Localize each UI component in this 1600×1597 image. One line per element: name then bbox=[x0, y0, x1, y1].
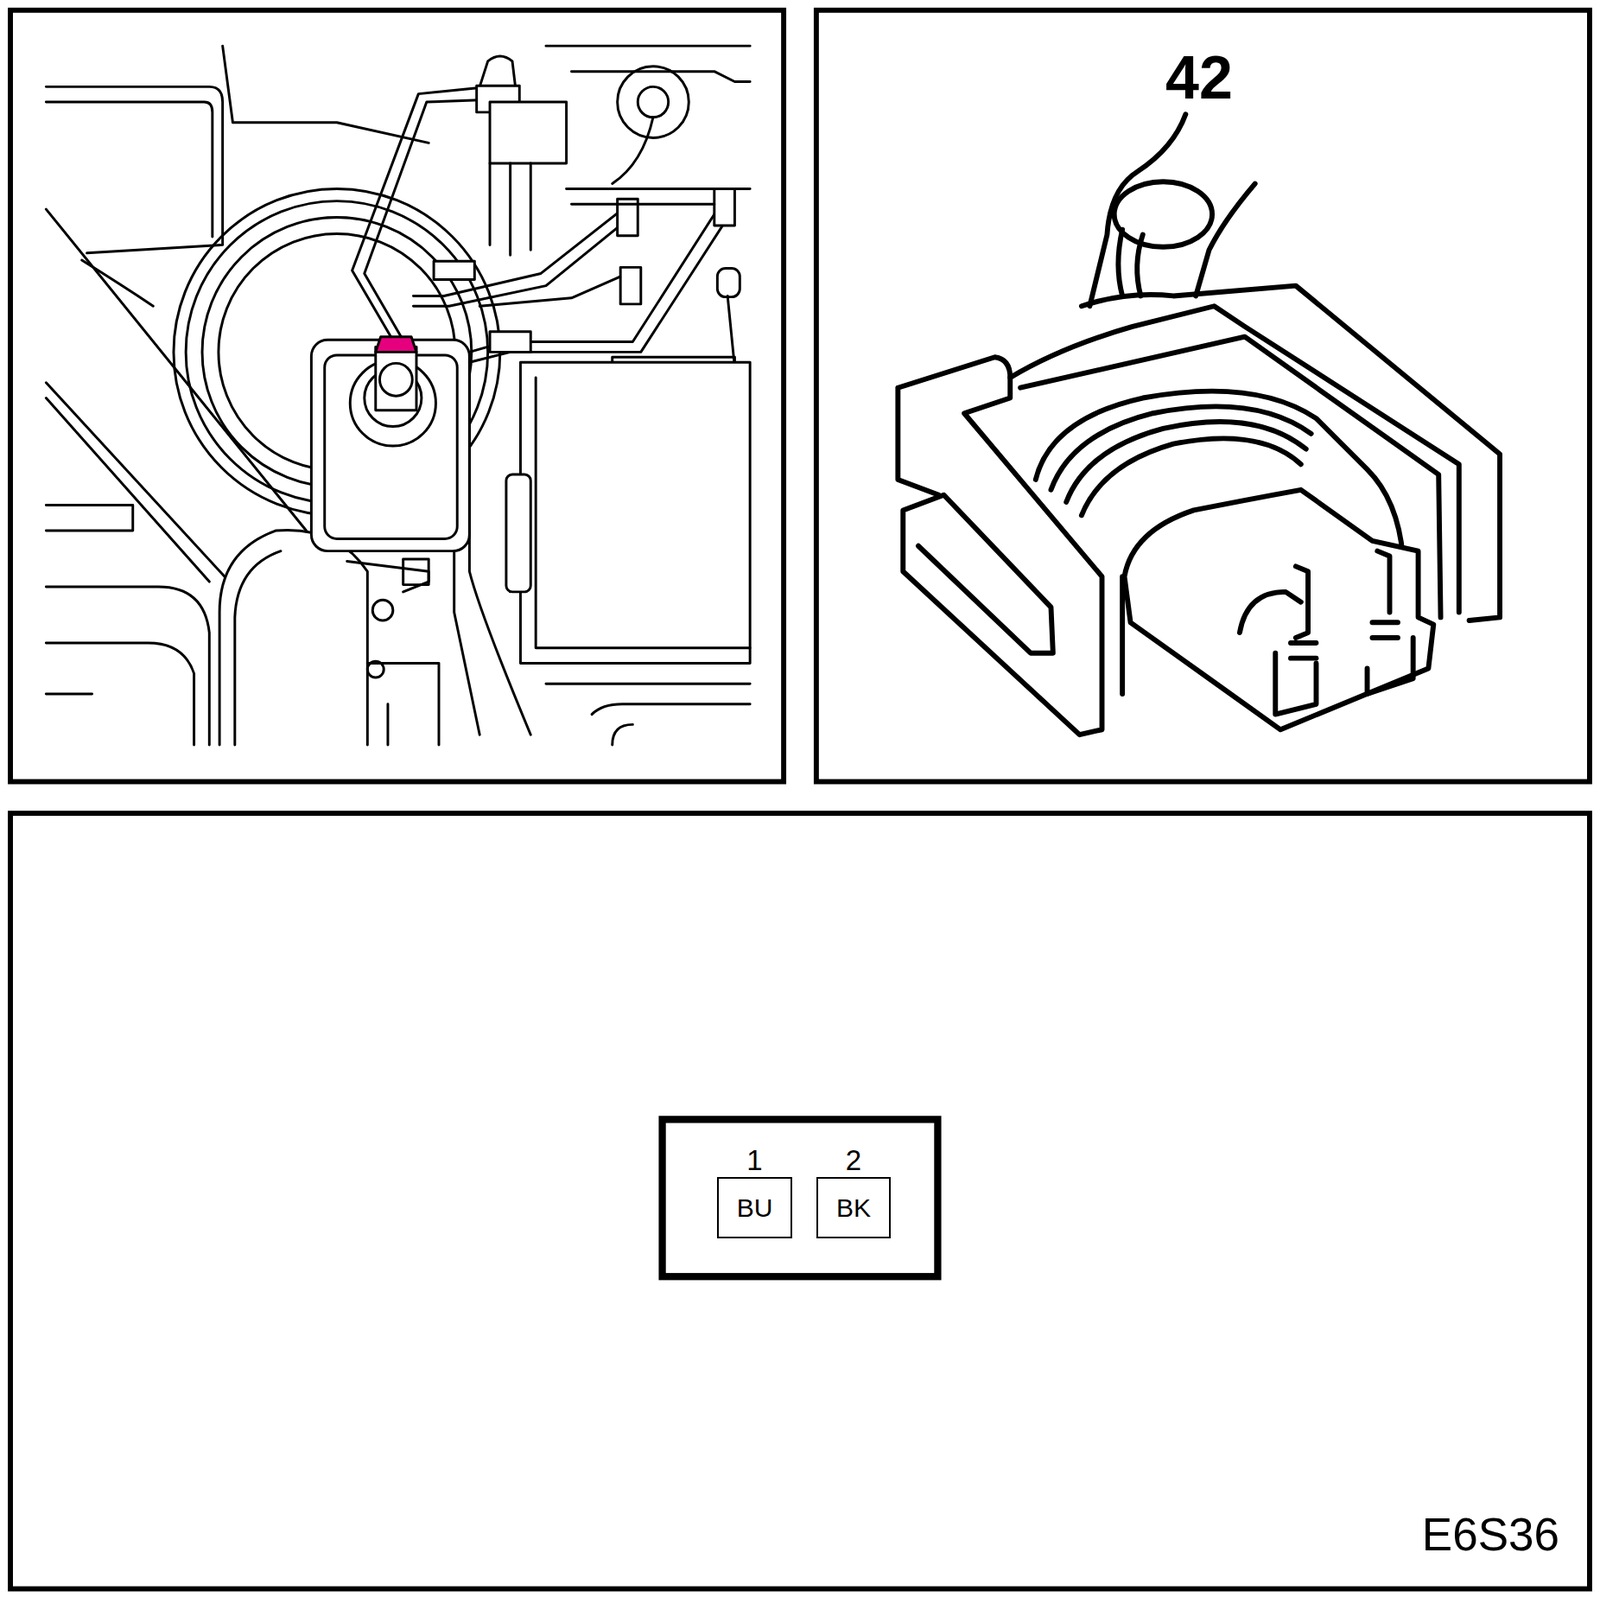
callout-number: 42 bbox=[1165, 43, 1233, 113]
connector-face-frame bbox=[662, 1118, 939, 1277]
figure-code: E6S36 bbox=[1422, 1507, 1560, 1561]
pin-box: 2BK bbox=[816, 1176, 891, 1239]
engine-bay-drawing bbox=[45, 45, 750, 745]
wire-color: BU bbox=[718, 1193, 791, 1223]
pin-number: 1 bbox=[718, 1143, 791, 1177]
pin-number: 2 bbox=[818, 1143, 889, 1177]
wire-color: BK bbox=[818, 1193, 889, 1223]
pin-box: 1BU bbox=[717, 1176, 793, 1239]
connector-drawing bbox=[897, 114, 1500, 735]
